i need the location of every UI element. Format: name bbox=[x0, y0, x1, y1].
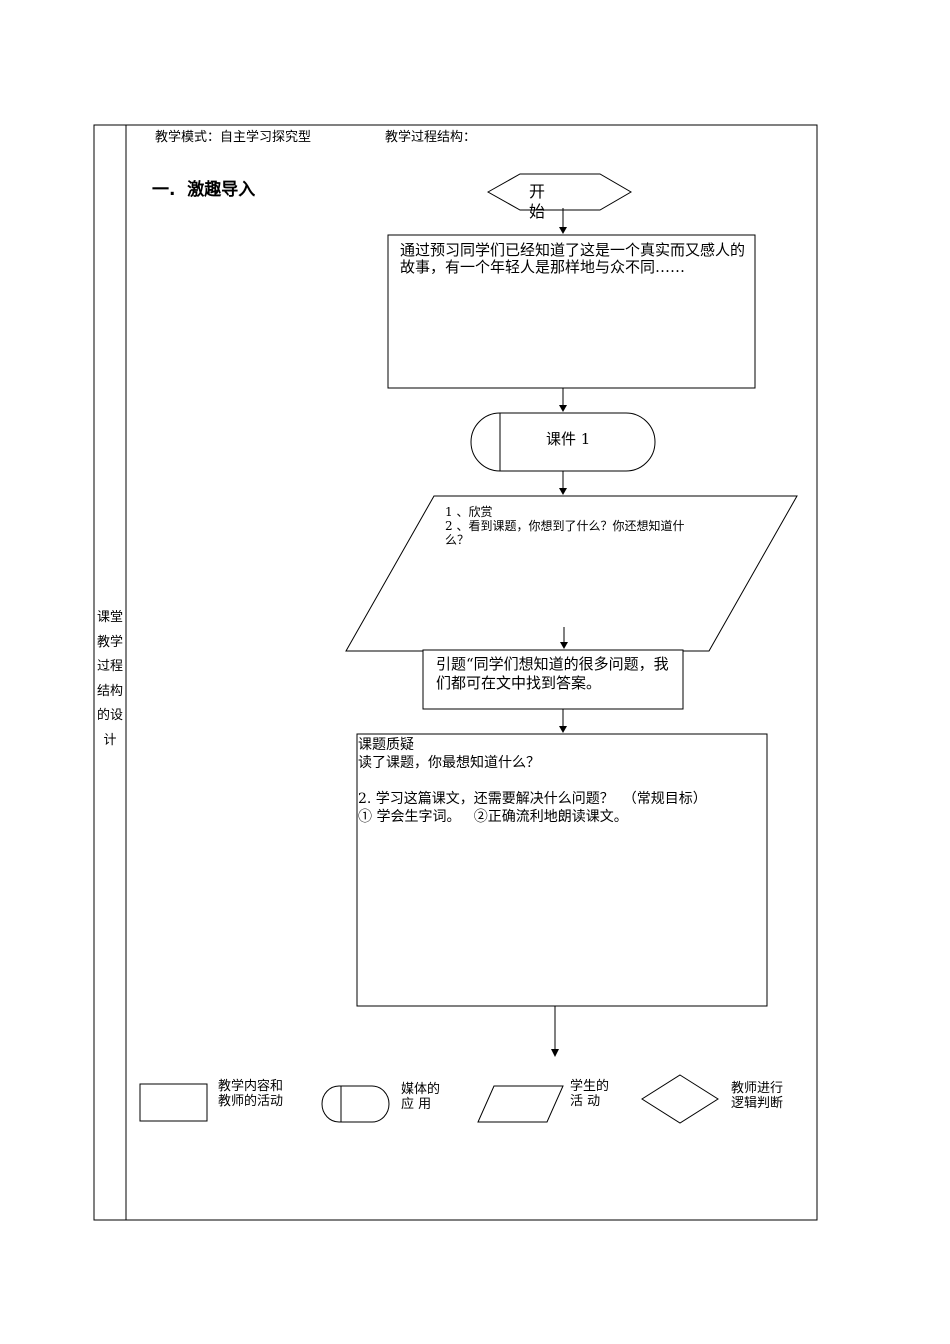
box1-text: 通过预习同学们已经知道了这是一个真实而又感人的故事，有一个年轻人是那样地与众不同… bbox=[400, 241, 746, 276]
side-label-line: 计 bbox=[103, 732, 117, 748]
legend-rect-label: 教学内容和 教师的活动 bbox=[218, 1079, 284, 1109]
process-structure-label: 教学过程结构： bbox=[385, 130, 477, 145]
section-title: 一. 激趣导入 bbox=[152, 180, 256, 200]
side-label-line: 教学 bbox=[96, 634, 123, 650]
box2-text: 引题“同学们想知道的很多问题，我们都可在文中找到答案。 bbox=[436, 655, 669, 692]
side-label-line: 课堂 bbox=[96, 610, 123, 625]
media1-label: 课件 1 bbox=[546, 430, 591, 448]
legend-para-label: 学生的 活 动 bbox=[570, 1079, 610, 1109]
side-label: 课堂 教学 过程 结构 的设 计 bbox=[94, 606, 126, 753]
side-label-line: 过程 bbox=[96, 659, 123, 674]
legend-parallelogram-shape bbox=[477, 1085, 564, 1123]
side-label-line: 结构 bbox=[96, 683, 123, 699]
legend-media-shape bbox=[321, 1085, 390, 1123]
box3-text: 课题质疑 读了课题，你最想知道什么？ 2. 学习这篇课文，还需要解决什么问题？ … bbox=[358, 737, 707, 825]
process-box-1 bbox=[387, 234, 756, 389]
legend-rect-shape bbox=[139, 1083, 208, 1122]
teaching-mode: 教学模式：自主学习探究型 bbox=[155, 130, 312, 145]
student-activity-shape bbox=[345, 495, 798, 652]
student-activity-text: 1 、欣赏 2 、看到课题，你想到了什么？你还想知道什么？ bbox=[445, 505, 685, 547]
legend-diamond-shape bbox=[641, 1074, 719, 1124]
table-border bbox=[93, 124, 818, 1221]
legend-media-label: 媒体的 应 用 bbox=[401, 1082, 441, 1112]
media-shape-1 bbox=[470, 412, 656, 472]
start-terminator bbox=[486, 173, 632, 211]
legend-diamond-label: 教师进行 逻辑判断 bbox=[731, 1081, 784, 1111]
side-label-line: 的设 bbox=[96, 708, 123, 723]
process-box-3 bbox=[356, 733, 768, 1007]
start-label: 开 始 bbox=[529, 182, 546, 221]
process-box-2 bbox=[422, 649, 684, 710]
